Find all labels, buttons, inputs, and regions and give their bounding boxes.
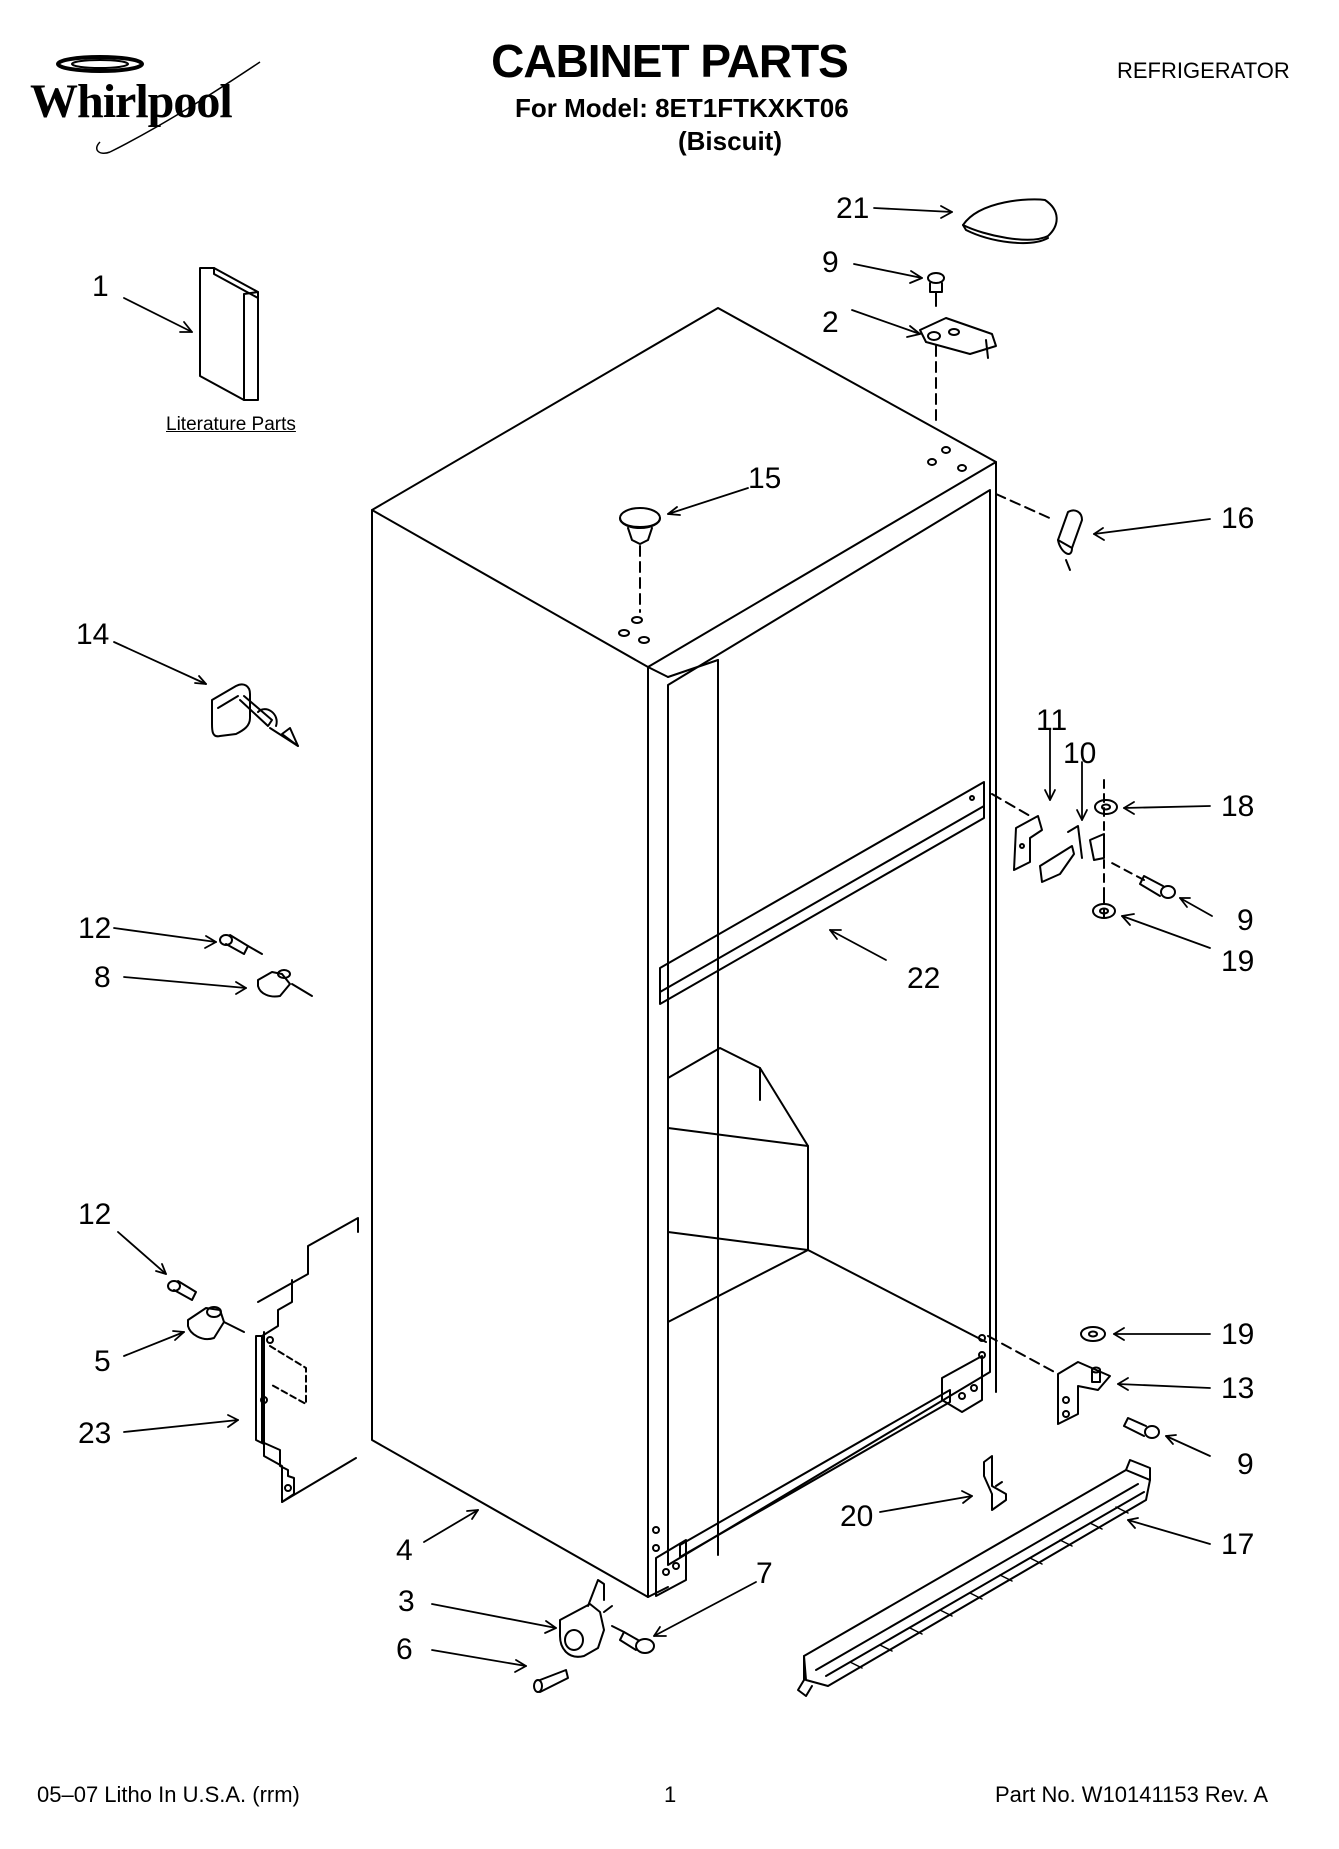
clamp-screw-upper — [219, 934, 263, 955]
hinge-screw-top — [927, 272, 945, 307]
roller-pin-part — [533, 1669, 569, 1693]
callout-23: 23 — [78, 1417, 112, 1450]
callout-6: 6 — [396, 1633, 413, 1666]
hinge-screw-lower — [1123, 1417, 1160, 1439]
callout-5: 5 — [94, 1345, 111, 1378]
hinge-washer-lower — [1080, 1326, 1106, 1342]
middle-hinge-part — [991, 779, 1105, 919]
hinge-cover-part — [962, 198, 1058, 244]
callout-3: 3 — [398, 1585, 415, 1618]
tubing-clamp-lower — [187, 1306, 245, 1340]
callout-22: 22 — [907, 962, 941, 995]
grille-clip-part — [983, 1455, 1007, 1511]
callout-9-middle: 9 — [1237, 904, 1254, 937]
brand-name: Whirlpool — [30, 75, 233, 128]
literature-parts-label: Literature Parts — [166, 414, 296, 435]
callout-2: 2 — [822, 306, 839, 339]
callout-18: 18 — [1221, 790, 1255, 823]
callout-4: 4 — [396, 1534, 413, 1567]
bottom-hinge-part — [987, 1335, 1111, 1425]
callout-leaders — [113, 205, 1213, 1673]
side-panel-part — [255, 1217, 359, 1503]
toe-grille-part — [797, 1459, 1151, 1697]
plug-button-part — [619, 507, 661, 613]
hinge-washer-middle — [1092, 903, 1116, 919]
divider-mullion — [659, 781, 985, 1005]
model-number: For Model: 8ET1FTKXKT06 — [515, 93, 849, 123]
tubing-clamp-part — [257, 969, 313, 998]
page-title: CABINET PARTS — [491, 35, 849, 87]
callout-19-lower: 19 — [1221, 1318, 1255, 1351]
callout-17: 17 — [1221, 1528, 1255, 1561]
callout-14: 14 — [76, 618, 110, 651]
whirlpool-swirl-icon — [56, 55, 261, 154]
callout-20: 20 — [840, 1500, 874, 1533]
cabinet-shell — [371, 307, 997, 1598]
hinge-washer-upper — [1094, 799, 1118, 815]
callout-11: 11 — [1036, 704, 1068, 737]
callout-7: 7 — [756, 1557, 773, 1590]
literature-booklet — [199, 267, 259, 401]
callout-21: 21 — [836, 192, 870, 225]
callout-9-top: 9 — [822, 246, 839, 279]
page-number: 1 — [664, 1782, 677, 1807]
callout-10: 10 — [1063, 737, 1097, 770]
model-color: (Biscuit) — [678, 126, 782, 156]
callout-16: 16 — [1221, 502, 1255, 535]
callout-19-middle: 19 — [1221, 945, 1255, 978]
callout-12-upper: 12 — [78, 912, 112, 945]
callout-15: 15 — [748, 462, 782, 495]
print-info: 05–07 Litho In U.S.A. (rrm) — [37, 1782, 300, 1807]
leveling-bolt-part — [211, 683, 299, 747]
clamp-screw-lower — [167, 1280, 197, 1301]
callout-12-lower: 12 — [78, 1198, 112, 1231]
callout-13: 13 — [1221, 1372, 1255, 1405]
door-stop-part — [995, 493, 1083, 571]
fresh-food-liner — [667, 1047, 987, 1343]
top-holes — [618, 446, 967, 644]
bracket-screw-part — [611, 1625, 655, 1654]
appliance-category: REFRIGERATOR — [1117, 58, 1290, 83]
hinge-screw-middle — [1109, 861, 1176, 899]
callout-8: 8 — [94, 961, 111, 994]
roller-bracket-part — [559, 1579, 613, 1658]
top-hinge-part — [919, 317, 997, 425]
whirlpool-logo: Whirlpool — [30, 52, 280, 162]
part-number: Part No. W10141153 Rev. A — [995, 1782, 1269, 1807]
callout-1: 1 — [92, 270, 109, 303]
callout-9-bottom: 9 — [1237, 1448, 1254, 1481]
bottom-rail — [652, 1334, 986, 1597]
